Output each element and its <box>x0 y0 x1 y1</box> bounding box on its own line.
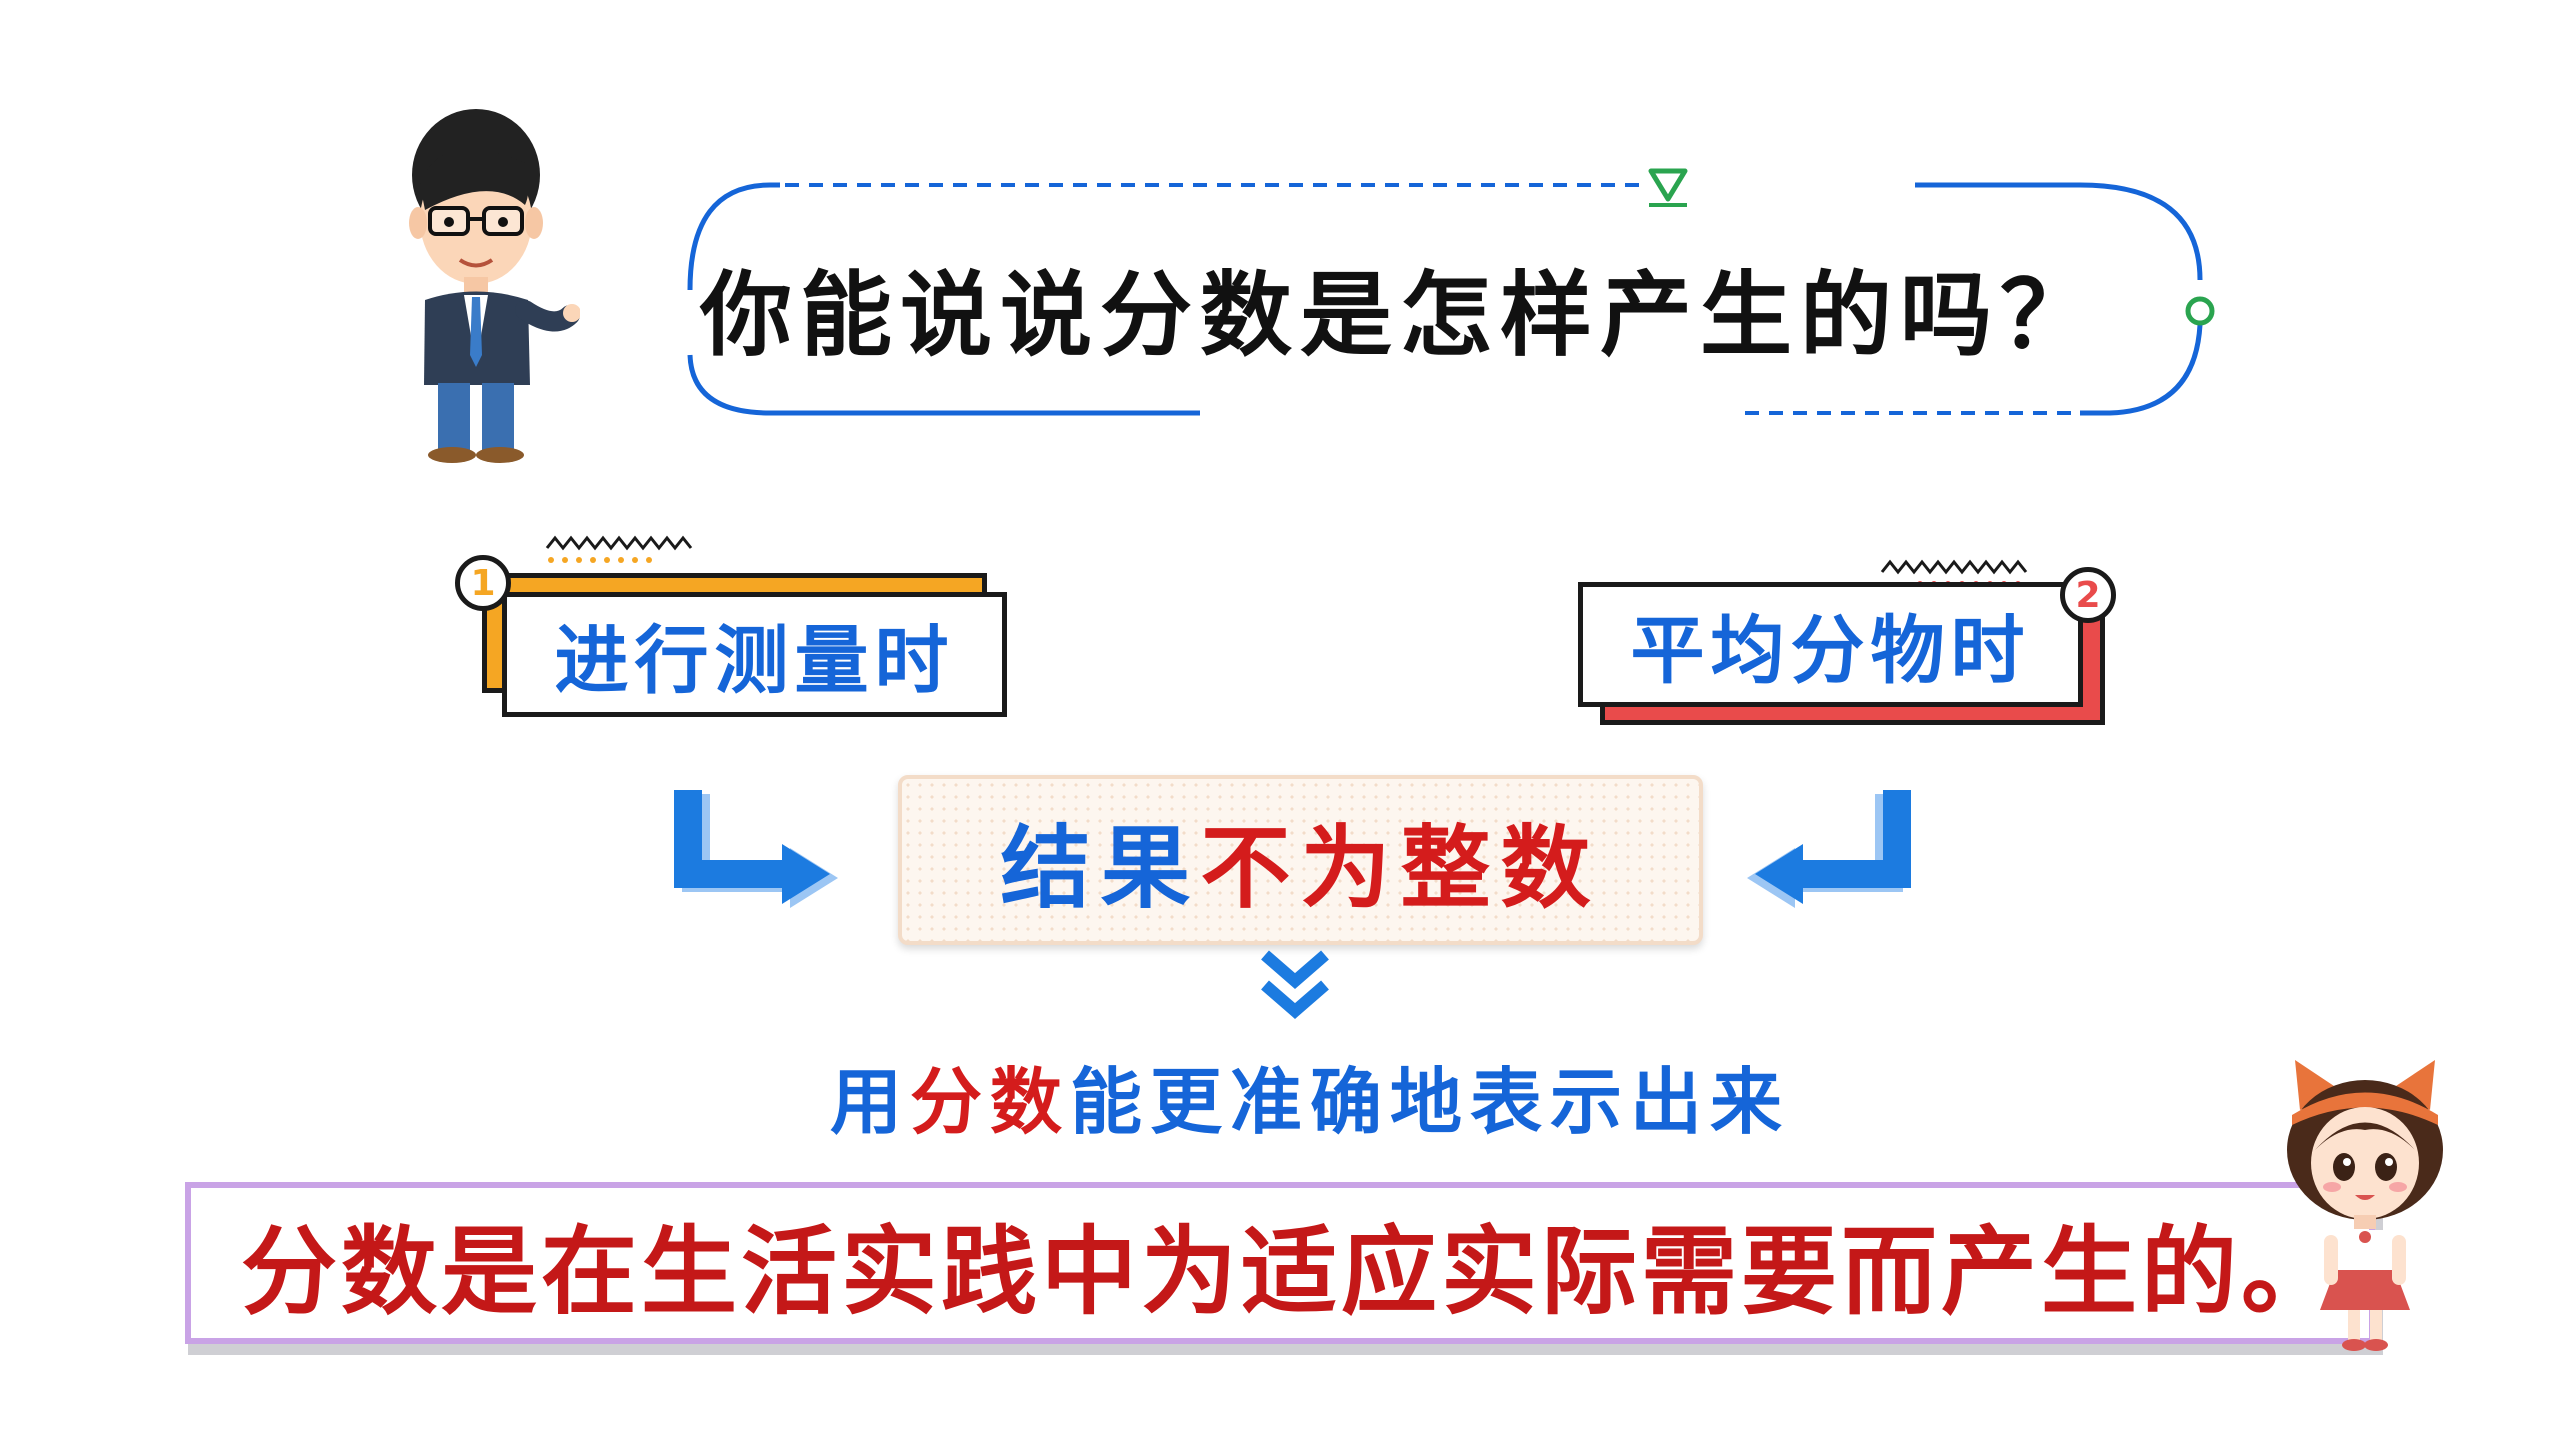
question-text: 你能说说分数是怎样产生的吗？ <box>700 261 2101 369</box>
chevron-down-icon <box>1261 950 1329 1019</box>
conclusion-text: 分数是在生活实践中为适应实际需要而产生的。 <box>241 1214 2341 1328</box>
arrow-left-icon <box>1747 790 1911 908</box>
girl-character <box>2287 1060 2443 1351</box>
result-text-red: 不为整数 <box>1200 815 1601 921</box>
sub-line: 用分数能更准确地表示出来 <box>780 1040 1840 1150</box>
sub-line-part-1: 用 <box>829 1058 910 1144</box>
label-dividing: 平均分物时 <box>1578 582 2083 707</box>
question-bubble-frame <box>687 182 2203 416</box>
number-badge-1: 1 <box>455 555 511 611</box>
zigzag-decoration <box>545 535 693 563</box>
sub-line-part-2: 分数 <box>909 1058 1070 1144</box>
teacher-character <box>409 109 580 463</box>
number-badge-2: 2 <box>2060 567 2116 623</box>
conclusion-box: 分数是在生活实践中为适应实际需要而产生的。 <box>185 1182 2375 1344</box>
arrow-right-icon <box>674 790 838 908</box>
circle-icon <box>2185 296 2215 326</box>
label-measuring: 进行测量时 <box>502 592 1007 717</box>
result-text-blue: 结果 <box>1000 815 1201 921</box>
result-box: 结果不为整数 <box>898 775 1703 945</box>
triangle-icon <box>1648 168 1688 207</box>
sub-line-part-3: 能更准确地表示出来 <box>1070 1058 1791 1144</box>
